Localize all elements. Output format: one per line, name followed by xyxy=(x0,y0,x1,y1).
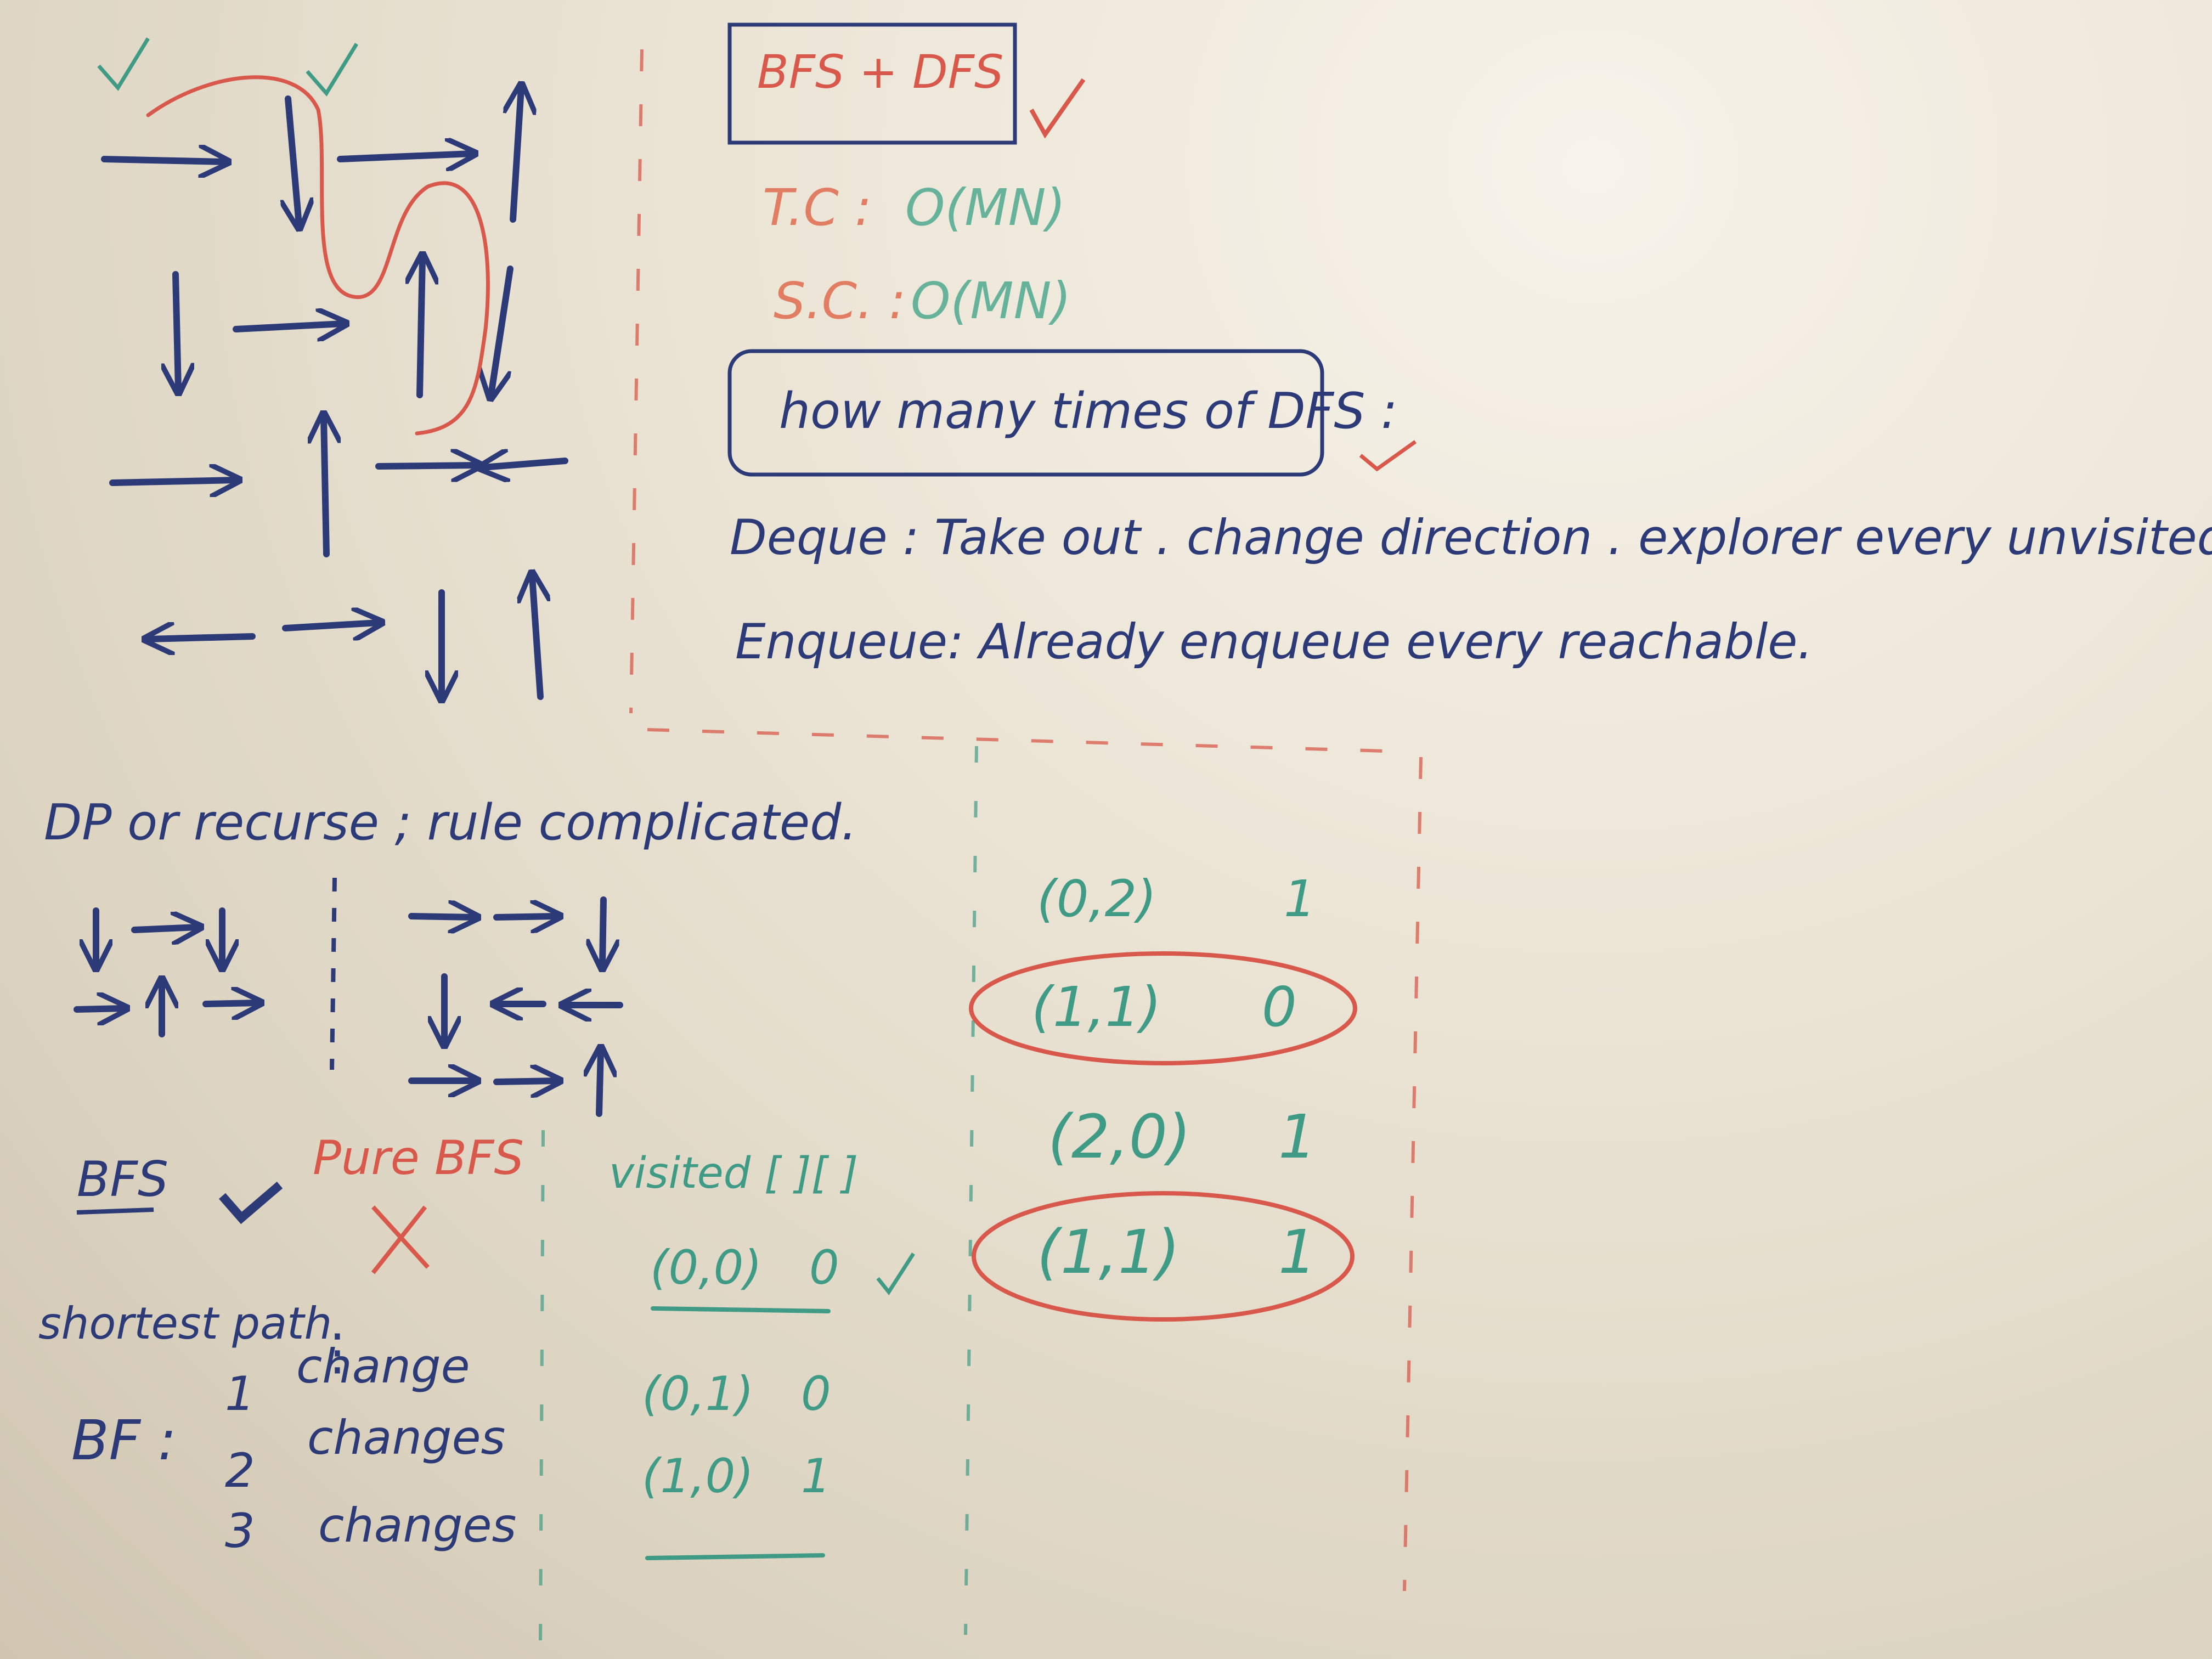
queue-value: 1 xyxy=(1284,870,1316,928)
algorithm-label: BFS + DFS xyxy=(757,45,1003,99)
direction-grid-arrows xyxy=(101,88,568,697)
queue-value: 1 xyxy=(1278,1102,1317,1172)
time-complexity-label: T.C : xyxy=(763,178,872,237)
space-complexity-value: O(MN) xyxy=(911,272,1071,330)
visited-value: 0 xyxy=(801,1367,831,1421)
queue-value: 0 xyxy=(1262,975,1297,1039)
check-mark xyxy=(1359,440,1417,472)
divider-lines xyxy=(539,49,1423,1646)
visited-coord: (0,0) xyxy=(650,1240,762,1295)
visited-value: 1 xyxy=(801,1449,831,1504)
bf-label: BF : xyxy=(71,1408,177,1472)
dfs-count-question: how many times of DFS : xyxy=(779,382,1397,440)
queue-coord: (1,1) xyxy=(1031,975,1161,1039)
dots: ⋮ xyxy=(313,1323,362,1381)
dfs-path-curve xyxy=(146,75,490,436)
pure-bfs-label: Pure BFS xyxy=(313,1131,524,1186)
bfs-label: BFS xyxy=(77,1151,168,1207)
bfs-dfs-box xyxy=(727,22,1017,145)
visited-coord: (1,0) xyxy=(642,1449,754,1504)
queue-value: 1 xyxy=(1278,1217,1317,1287)
change-text-1: change xyxy=(296,1339,470,1394)
change-count-3: 3 xyxy=(225,1504,255,1559)
check-mark xyxy=(97,37,150,91)
change-text-2: changes xyxy=(307,1410,505,1465)
time-complexity-value: O(MN) xyxy=(905,178,1065,237)
check-mark xyxy=(218,1181,283,1224)
queue-coord: (2,0) xyxy=(1048,1102,1191,1172)
deque-note: Deque : Take out . change direction . ex… xyxy=(730,509,2212,566)
visited-value: 0 xyxy=(809,1240,839,1295)
check-mark xyxy=(306,43,358,97)
queue-coord: (1,1) xyxy=(1037,1217,1180,1287)
visited-coord: (0,1) xyxy=(642,1367,754,1421)
change-count-1: 1 xyxy=(225,1367,255,1421)
space-complexity-label: S.C. : xyxy=(774,272,906,330)
queue-coord: (0,2) xyxy=(1037,870,1156,928)
bfs-underline xyxy=(76,1207,154,1215)
queue-highlight-ellipse xyxy=(972,1191,1355,1322)
cross-mark xyxy=(371,1205,430,1274)
visited-label: visited [ ][ ] xyxy=(609,1149,858,1198)
visited-underline xyxy=(651,1306,831,1313)
dfs-count-box xyxy=(727,349,1324,477)
rule-arrows xyxy=(74,877,623,1117)
queue-highlight-ellipse xyxy=(969,951,1357,1065)
check-mark xyxy=(1029,78,1086,139)
dp-note: DP or recurse ; rule complicated. xyxy=(44,794,857,851)
shortest-path-label: shortest path xyxy=(38,1298,332,1349)
change-text-3: changes xyxy=(318,1498,516,1553)
check-mark xyxy=(876,1252,915,1295)
enqueue-note: Enqueue: Already enqueue every reachable… xyxy=(735,613,1813,670)
visited-underline xyxy=(645,1553,825,1560)
change-count-2: 2 xyxy=(225,1443,255,1498)
